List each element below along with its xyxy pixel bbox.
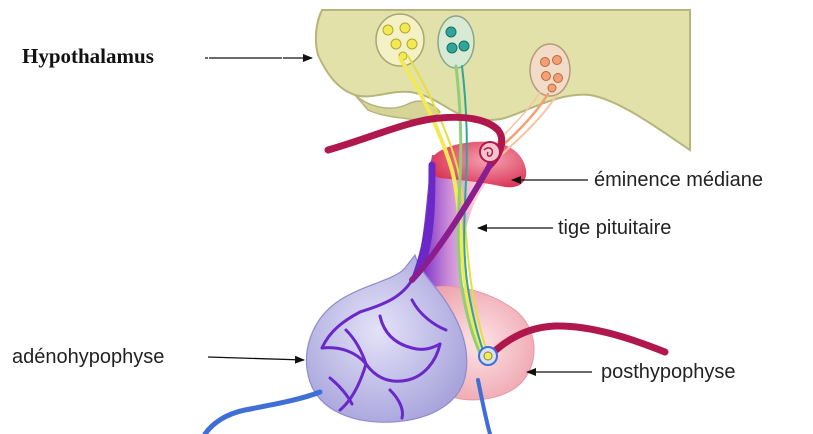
arrow-adeno [208,357,304,360]
median-eminence-capillary-tuft [480,142,500,162]
label-adenohypophyse: adénohypophyse [12,347,164,367]
label-tige-pituitaire: tige pituitaire [558,218,671,238]
label-hypothalamus: Hypothalamus [22,46,154,67]
label-eminence-mediane: éminence médiane [594,170,763,190]
vein-exit-left [205,392,320,434]
hypothalamus-region [316,10,690,150]
posterior-capillary-tuft [479,347,497,365]
neuron-cluster-green [438,16,474,68]
label-posthypophyse: posthypophyse [601,362,736,382]
neuron-cluster-peach [530,44,570,96]
